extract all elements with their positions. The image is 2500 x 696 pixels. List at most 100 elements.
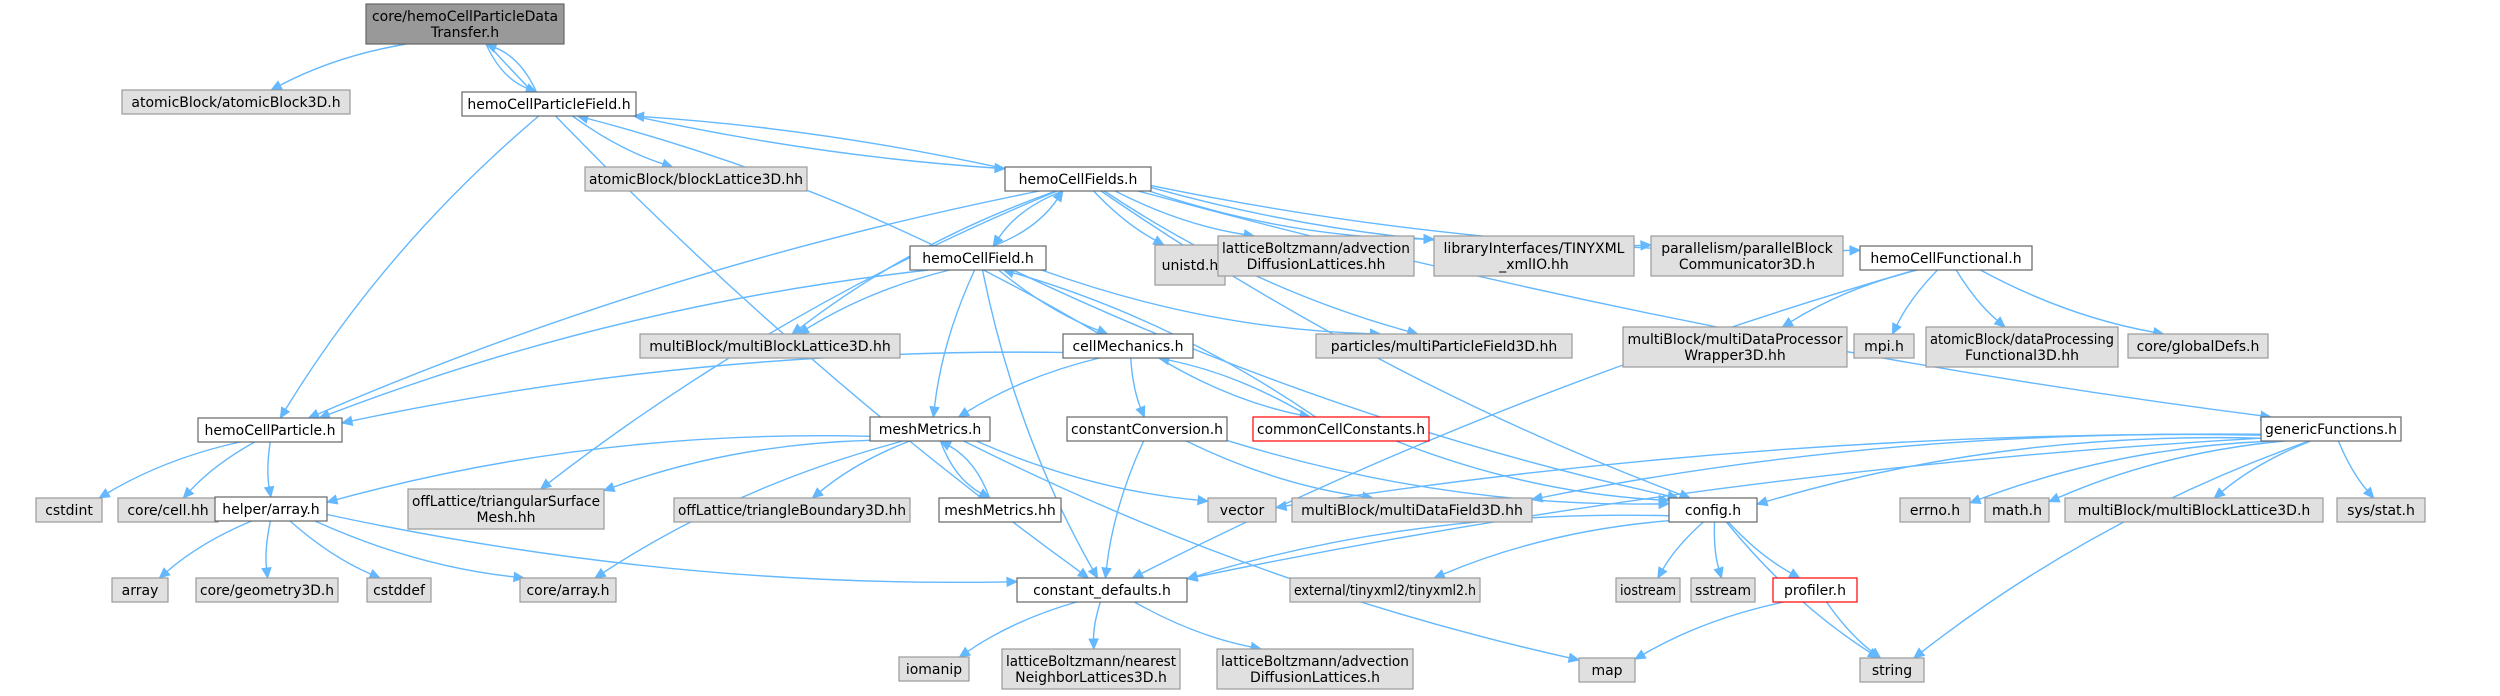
node-hcfunc[interactable]: hemoCellFunctional.h	[1859, 245, 2033, 271]
node-box	[1289, 577, 1481, 603]
edge-hcf-to-config	[1012, 269, 1680, 501]
node-mdf3d: multiBlock/multiDataField3D.hh	[1291, 497, 1533, 523]
node-array: array	[111, 577, 169, 603]
edge-arrowhead	[1912, 647, 1926, 659]
node-box	[1216, 648, 1414, 690]
node-box	[584, 166, 808, 192]
edge-line	[633, 115, 996, 169]
node-label: profiler.h	[1784, 583, 1846, 599]
edge-line	[1093, 190, 1156, 241]
node-box	[519, 577, 617, 603]
edge-line	[1727, 521, 1792, 574]
edge-arrowhead	[1185, 570, 1199, 581]
edge-arrowhead	[811, 487, 824, 499]
node-genfunc[interactable]: genericFunctions.h	[2260, 416, 2402, 442]
edge-arrowhead	[1657, 566, 1668, 580]
edge-hcf-to-constdefaults	[981, 269, 1099, 580]
node-box	[461, 91, 637, 117]
edge-hcfs-to-hcp	[307, 190, 1040, 419]
node-label: hemoCellField.h	[922, 251, 1034, 267]
edge-line	[289, 520, 372, 575]
node-box	[1217, 235, 1415, 277]
edge-line	[1395, 440, 1660, 501]
edge-line	[613, 439, 871, 488]
node-hcfs[interactable]: hemoCellFields.h	[1004, 166, 1152, 192]
node-box	[365, 3, 565, 45]
edge-line	[967, 601, 1077, 652]
edge-arrowhead	[2213, 487, 2226, 499]
node-meshmetrics[interactable]: meshMetrics.h	[869, 416, 991, 442]
node-hcpf[interactable]: hemoCellParticleField.h	[461, 91, 637, 117]
edge-hcf-to-hcfs	[992, 189, 1064, 247]
edge-arrowhead	[1135, 405, 1146, 419]
edge-constdefaults-to-iomanip	[958, 601, 1077, 658]
edge-genfunc-to-sysstat	[2337, 440, 2375, 499]
edge-arrowhead	[1052, 189, 1064, 203]
node-box	[111, 577, 169, 603]
edge-arrowhead	[158, 567, 171, 579]
node-box	[1622, 326, 1848, 368]
node-hcp[interactable]: hemoCellParticle.h	[197, 417, 343, 443]
edge-arrowhead	[1658, 498, 1671, 510]
node-sstream: sstream	[1690, 577, 1756, 603]
edge-genfunc-to-string	[1912, 440, 2310, 659]
node-label: atomicBlock/dataProcessing	[1930, 332, 2114, 348]
edge-line	[819, 440, 910, 493]
edge-constdefaults-to-lbnn	[1088, 601, 1101, 651]
node-constconv[interactable]: constantConversion.h	[1066, 416, 1228, 442]
node-box	[1154, 244, 1226, 286]
edge-line	[314, 520, 515, 578]
edge-arrowhead	[1633, 649, 1647, 660]
node-label: multiBlock/multiDataProcessor	[1628, 332, 1843, 348]
edge-genfunc-to-errno	[1968, 440, 2273, 505]
edge-arrowhead	[263, 485, 275, 499]
node-meshmetricshh[interactable]: meshMetrics.hh	[938, 497, 1062, 523]
edge-line	[1105, 440, 1145, 569]
node-box	[1062, 333, 1194, 359]
node-cellmech[interactable]: cellMechanics.h	[1062, 333, 1194, 359]
edge-meshmetrics-to-corearray	[593, 440, 904, 579]
node-ccc[interactable]: commonCellConstants.h	[1252, 416, 1430, 442]
edge-line	[1196, 437, 2262, 578]
edge-arrowhead	[1076, 567, 1090, 579]
edge-line	[2337, 440, 2368, 491]
node-cstdint: cstdint	[35, 497, 103, 523]
node-label: unistd.h	[1162, 258, 1219, 274]
node-box	[366, 577, 432, 603]
edge-arrowhead	[958, 646, 972, 658]
node-constdefaults[interactable]: constant_defaults.h	[1016, 577, 1188, 603]
edge-line	[1130, 357, 1142, 408]
node-hcf[interactable]: hemoCellField.h	[909, 245, 1047, 271]
node-helperarray[interactable]: helper/array.h	[214, 496, 328, 522]
node-errno: errno.h	[1899, 497, 1971, 523]
node-label: constantConversion.h	[1071, 422, 1223, 438]
edge-cellmech-to-meshmetrics	[957, 357, 1100, 418]
node-lbadlh: latticeBoltzmann/advectionDiffusionLatti…	[1216, 648, 1414, 690]
edge-arrowhead	[1197, 494, 1210, 506]
edge-arrowhead	[340, 415, 354, 426]
edge-line	[1158, 357, 1301, 416]
edge-arrowhead	[1849, 245, 1862, 256]
edge-config-to-profiler	[1727, 521, 1801, 579]
edge-hcp-to-helperarray	[263, 441, 275, 499]
edge-line	[351, 351, 1064, 422]
edge-line	[1092, 601, 1101, 640]
node-box	[1291, 497, 1533, 523]
node-pbc: parallelism/parallelBlockCommunicator3D.…	[1650, 235, 1844, 277]
node-profiler[interactable]: profiler.h	[1772, 577, 1858, 603]
edge-line	[1114, 190, 1245, 236]
node-iostream: iostream	[1615, 577, 1681, 603]
node-label: errno.h	[1910, 503, 1960, 519]
edge-line	[1137, 190, 2261, 417]
node-unistd: unistd.h	[1154, 244, 1226, 286]
node-config[interactable]: config.h	[1668, 497, 1758, 523]
node-box	[195, 577, 339, 603]
node-label: math.h	[1992, 503, 2042, 519]
edge-constdefaults-to-lbadlh	[1134, 601, 1263, 653]
edge-arrowhead	[2362, 486, 2375, 499]
edge-arrowhead	[1131, 568, 1145, 579]
edge-hcfs-to-hcf	[992, 190, 1064, 248]
node-label: core/geometry3D.h	[200, 583, 334, 599]
